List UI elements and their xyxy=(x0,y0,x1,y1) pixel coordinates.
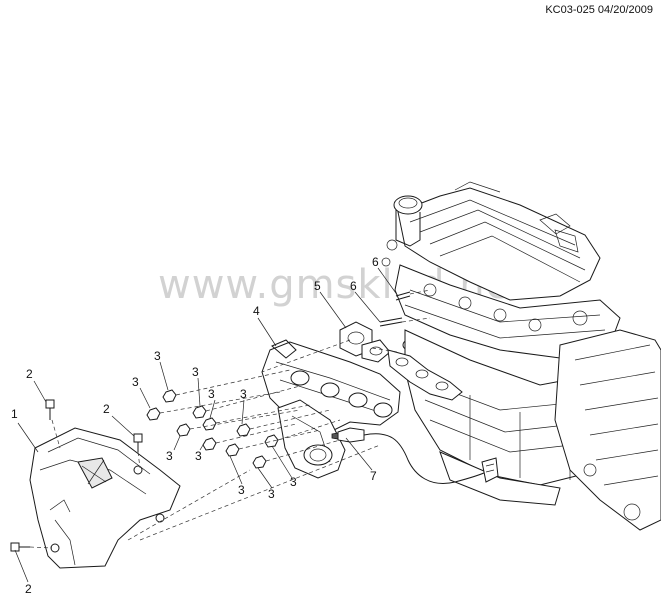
oxygen-sensor xyxy=(331,427,499,484)
studs xyxy=(379,291,411,327)
callout-1-heat-shield: 1 xyxy=(11,407,18,421)
bolt-bottom xyxy=(10,542,30,552)
assembly-lines xyxy=(29,289,431,549)
callout-3-nut: 3 xyxy=(240,387,247,401)
callout-2-bolt-top: 2 xyxy=(26,367,33,381)
reference-code: KC03-025 04/20/2009 xyxy=(545,4,653,16)
engine-block xyxy=(381,181,661,531)
callout-3-nut: 3 xyxy=(192,365,199,379)
callout-2-bolt-bottom: 2 xyxy=(25,582,32,596)
leader-lines xyxy=(14,267,399,583)
callout-6-stud: 6 xyxy=(350,279,357,293)
heat-shield xyxy=(29,427,181,569)
callout-6-stud: 6 xyxy=(372,255,379,269)
callout-3-nut: 3 xyxy=(132,375,139,389)
callout-3-nut: 3 xyxy=(268,487,275,501)
bolt-top xyxy=(45,399,55,420)
exhaust-manifold xyxy=(261,339,401,479)
callout-4-exhaust-manifold: 4 xyxy=(253,304,260,318)
callout-3-nut: 3 xyxy=(195,449,202,463)
callout-7-oxygen-sensor: 7 xyxy=(370,469,377,483)
nuts xyxy=(146,389,279,469)
callout-5-gasket: 5 xyxy=(314,279,321,293)
callout-3-nut: 3 xyxy=(208,387,215,401)
callout-3-nut: 3 xyxy=(154,349,161,363)
bolt-middle xyxy=(133,433,143,452)
callout-3-nut: 3 xyxy=(166,449,173,463)
callout-2-bolt-middle: 2 xyxy=(103,402,110,416)
callout-3-nut: 3 xyxy=(238,483,245,497)
gasket xyxy=(339,321,463,401)
callout-3-nut: 3 xyxy=(290,475,297,489)
